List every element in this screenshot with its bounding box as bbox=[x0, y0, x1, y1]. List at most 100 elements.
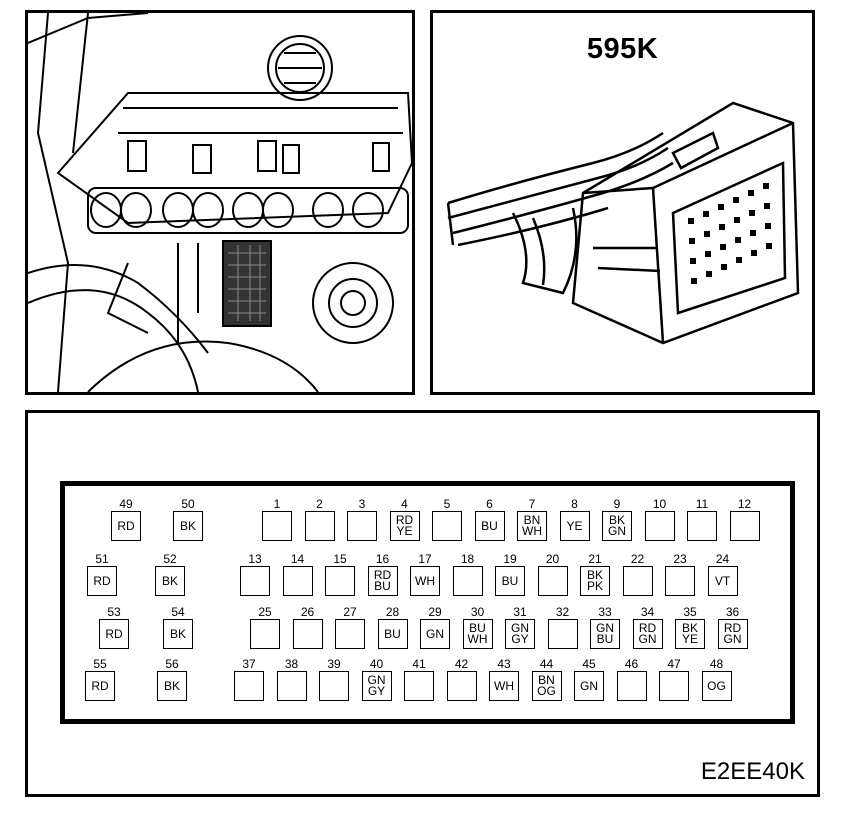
pin-52-wire-color: BK bbox=[161, 573, 178, 588]
pin-number-4: 4 bbox=[401, 497, 408, 511]
pin-54-wire-color: BK bbox=[169, 626, 186, 641]
pin-51: RD bbox=[87, 566, 117, 596]
pin-number-12: 12 bbox=[737, 497, 752, 511]
pin-number-48: 48 bbox=[709, 657, 724, 671]
cam-cover bbox=[56, 92, 412, 225]
pin-19: BU bbox=[495, 566, 525, 596]
pin-number-3: 3 bbox=[358, 497, 366, 511]
connector-illustration: 595K bbox=[430, 10, 815, 395]
pin-17-wire-color: WH bbox=[415, 573, 435, 588]
pin-49: RD bbox=[111, 511, 141, 541]
pin-21-wire-color: BK bbox=[586, 568, 603, 582]
pin-number-43: 43 bbox=[497, 657, 511, 671]
pin-number-24: 24 bbox=[715, 552, 730, 566]
pin-31-wire-color: GY bbox=[511, 632, 529, 646]
pin-30-wire-color: WH bbox=[467, 632, 488, 646]
pin-number-53: 53 bbox=[107, 605, 121, 619]
pin-7-wire-color: BN bbox=[523, 513, 541, 527]
pin-48: OG bbox=[701, 671, 732, 701]
pin-number-28: 28 bbox=[385, 605, 400, 619]
pin-7-wire-color: WH bbox=[522, 524, 542, 538]
pin-number-17: 17 bbox=[418, 552, 432, 566]
pin-number-11: 11 bbox=[695, 497, 709, 511]
pin-45: GN bbox=[574, 671, 604, 701]
connector-pin-face bbox=[671, 161, 787, 315]
pin-12 bbox=[729, 511, 760, 541]
pin-56: BK bbox=[157, 671, 187, 701]
pin-number-55: 55 bbox=[93, 657, 107, 671]
pin-number-21: 21 bbox=[588, 552, 602, 566]
pin-21-wire-color: PK bbox=[586, 579, 603, 593]
pin-number-36: 36 bbox=[725, 605, 740, 619]
pin-number-46: 46 bbox=[624, 657, 639, 671]
pin-number-30: 30 bbox=[470, 605, 485, 619]
pin-27 bbox=[335, 619, 365, 649]
pin-42 bbox=[446, 671, 477, 701]
pin-number-54: 54 bbox=[171, 605, 185, 619]
pin-4-wire-color: YE bbox=[396, 524, 413, 538]
pin-47 bbox=[659, 671, 689, 701]
pin-1 bbox=[262, 511, 292, 541]
pin-38 bbox=[276, 671, 307, 701]
pin-28-wire-color: BU bbox=[384, 626, 401, 641]
pin-number-5: 5 bbox=[443, 497, 451, 511]
connector-housing bbox=[571, 101, 800, 345]
engine-bay-illustration bbox=[25, 10, 415, 395]
harness-boot bbox=[511, 207, 578, 295]
pin-number-27: 27 bbox=[343, 605, 357, 619]
pin-55-wire-color: RD bbox=[91, 678, 109, 693]
connector-id-label: 595K bbox=[586, 33, 659, 65]
pin-53: RD bbox=[99, 619, 129, 649]
pin-6-wire-color: BU bbox=[481, 518, 498, 533]
pin-number-56: 56 bbox=[165, 657, 179, 671]
pin-number-45: 45 bbox=[582, 657, 596, 671]
pin-number-15: 15 bbox=[333, 552, 347, 566]
pin-49-wire-color: RD bbox=[117, 518, 135, 533]
pin-39 bbox=[319, 671, 349, 701]
pin-36-wire-color: RD bbox=[723, 621, 742, 635]
pin-4-wire-color: RD bbox=[395, 513, 414, 527]
pin-10 bbox=[644, 511, 675, 541]
pin-number-41: 41 bbox=[412, 657, 426, 671]
control-module-highlight bbox=[222, 240, 272, 327]
pin-9-wire-color: BK bbox=[608, 513, 625, 527]
pin-40-wire-color: GN bbox=[367, 673, 386, 687]
left-bodywork bbox=[36, 13, 70, 392]
pin-16-wire-color: BU bbox=[374, 579, 391, 593]
pin-number-19: 19 bbox=[503, 552, 517, 566]
pin-9-wire-color: GN bbox=[608, 524, 626, 538]
pin-number-10: 10 bbox=[652, 497, 667, 511]
pin-number-33: 33 bbox=[598, 605, 612, 619]
pin-32 bbox=[547, 619, 578, 649]
pin-number-23: 23 bbox=[673, 552, 687, 566]
connector-latch bbox=[671, 131, 720, 170]
pin-17: WH bbox=[410, 566, 440, 596]
pin-number-42: 42 bbox=[454, 657, 469, 671]
pin-number-50: 50 bbox=[181, 497, 195, 511]
pin-number-32: 32 bbox=[555, 605, 570, 619]
pin-48-wire-color: OG bbox=[707, 678, 726, 693]
pin-8-wire-color: YE bbox=[566, 518, 583, 533]
pin-24-wire-color: VT bbox=[714, 573, 731, 588]
pin-15 bbox=[325, 566, 355, 596]
pin-number-22: 22 bbox=[630, 552, 645, 566]
pin-33-wire-color: BU bbox=[596, 632, 614, 646]
pin-number-47: 47 bbox=[667, 657, 681, 671]
pin-44-wire-color: OG bbox=[537, 684, 556, 698]
pin-34-wire-color: RD bbox=[638, 621, 657, 635]
pin-number-1: 1 bbox=[273, 497, 281, 511]
pin-19-wire-color: BU bbox=[501, 573, 519, 588]
pin-41 bbox=[404, 671, 434, 701]
pin-14 bbox=[282, 566, 313, 596]
